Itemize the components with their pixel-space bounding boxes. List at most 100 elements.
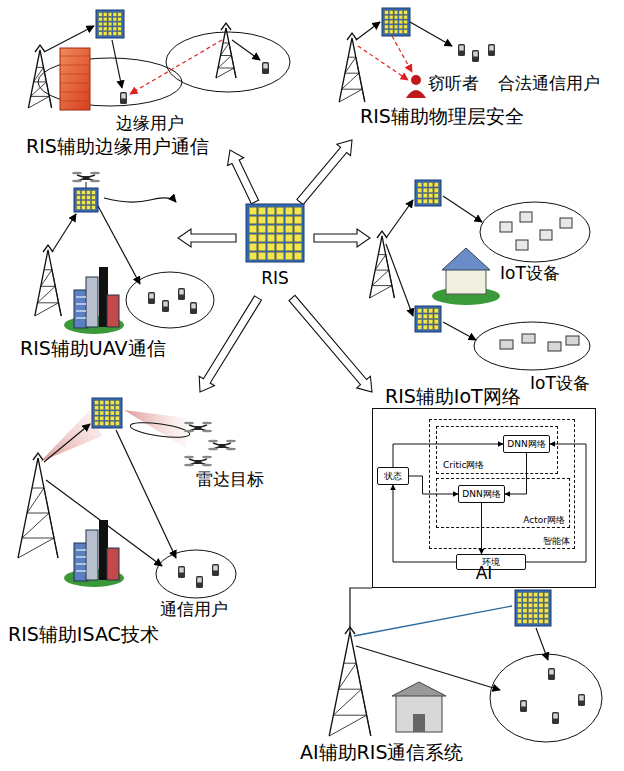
panel-cell (100, 411, 104, 415)
signal-link (232, 40, 260, 60)
propeller (72, 180, 82, 183)
panel-cell (528, 593, 532, 597)
uav-body (83, 176, 89, 180)
panel-cell (528, 609, 532, 613)
panel-cell (385, 30, 389, 34)
panel-cell (105, 411, 109, 415)
panel-cell (118, 22, 122, 26)
phone-icon (488, 44, 495, 56)
propeller (72, 172, 82, 175)
panel-cell (523, 619, 527, 623)
phone-body (578, 694, 585, 706)
propeller (226, 440, 236, 443)
panel-cell (518, 614, 522, 618)
propeller (202, 464, 212, 467)
beam-lobe (129, 420, 190, 440)
panel-cell (115, 421, 119, 425)
tower-brace (216, 68, 236, 78)
panel-cell (267, 225, 275, 233)
panel-cell (95, 401, 99, 405)
phone-icon (162, 300, 169, 312)
tower-brace (218, 56, 234, 69)
ris-panel (96, 10, 124, 38)
phone-screen (121, 94, 125, 99)
eavesdrop-link (392, 36, 412, 72)
phone-screen (213, 566, 217, 571)
panel-cell (118, 27, 122, 31)
dnn-box: DNN网络 (458, 485, 505, 503)
panel-cell (423, 199, 427, 203)
panel-cell (267, 243, 275, 251)
panel-cell (399, 30, 403, 34)
phone-body (190, 302, 197, 314)
tower-brace (333, 689, 366, 715)
phone-icon (212, 564, 219, 576)
hollow-arrow (228, 150, 259, 204)
panel-cell (99, 13, 103, 17)
signal-link (46, 480, 162, 566)
building (86, 277, 98, 327)
panel-cell (429, 199, 433, 203)
panel-cell (115, 401, 119, 405)
panel-cell (389, 20, 393, 24)
control-link (350, 588, 372, 632)
base-station-tower (18, 453, 58, 558)
panel-cell (434, 183, 438, 187)
building-roof (392, 682, 446, 696)
tower-brace (329, 715, 371, 736)
panel-cell (434, 188, 438, 192)
panel-cell (544, 614, 548, 618)
target-label: 雷达目标 (196, 470, 264, 489)
base-station-tower (329, 627, 371, 736)
server-building (392, 682, 446, 732)
base-station-tower (370, 231, 395, 298)
window-row (76, 303, 86, 305)
panel-cell (429, 183, 433, 187)
ris-node: RIS (240, 203, 310, 295)
panel-cell (92, 196, 96, 200)
phone-icon (552, 712, 559, 724)
panel-cell (528, 619, 532, 623)
iot-device (548, 342, 561, 351)
panel-cell (82, 196, 86, 200)
hollow-arrow (178, 229, 236, 247)
iot-device (500, 222, 512, 232)
ai-box: AI智能体Critic网络DNN网络Actor网络DNN网络状态环境 (372, 408, 596, 588)
panel-cell (110, 411, 114, 415)
coverage-ellipse (480, 202, 590, 262)
tower-frame (28, 50, 51, 108)
panel-cell (276, 216, 284, 224)
phone-screen (549, 670, 553, 675)
panel-cell (113, 17, 117, 21)
panel-cell (394, 30, 398, 34)
phone-screen (179, 568, 183, 573)
phone-screen (579, 696, 583, 701)
panel-cell (544, 598, 548, 602)
phone-screen (489, 46, 493, 51)
phone-icon (120, 92, 127, 104)
panel-cell (267, 234, 275, 242)
phone-body (196, 576, 203, 588)
panel-cell (99, 17, 103, 21)
panel-frame (96, 10, 124, 38)
signal-link (356, 646, 500, 690)
antenna (345, 627, 355, 634)
node-label: AI (373, 564, 595, 584)
city-buildings (64, 520, 124, 587)
critic-network-box: Critic网络DNN网络 (436, 426, 558, 474)
node-label: 状态 (384, 471, 402, 481)
panel-cell (294, 252, 302, 260)
phone-body (488, 44, 495, 56)
panel-cell (113, 32, 117, 36)
signal-link (98, 206, 140, 284)
panel-cell (429, 194, 433, 198)
tower-brace (22, 513, 54, 538)
panel-cell (294, 243, 302, 251)
panel-cell (99, 32, 103, 36)
flow-arrow (481, 503, 482, 554)
node-label: Actor网络 (523, 515, 565, 525)
panel-cell (418, 309, 422, 313)
tower-brace (345, 57, 359, 73)
phone-body (178, 566, 185, 578)
panel-cell (385, 15, 389, 19)
